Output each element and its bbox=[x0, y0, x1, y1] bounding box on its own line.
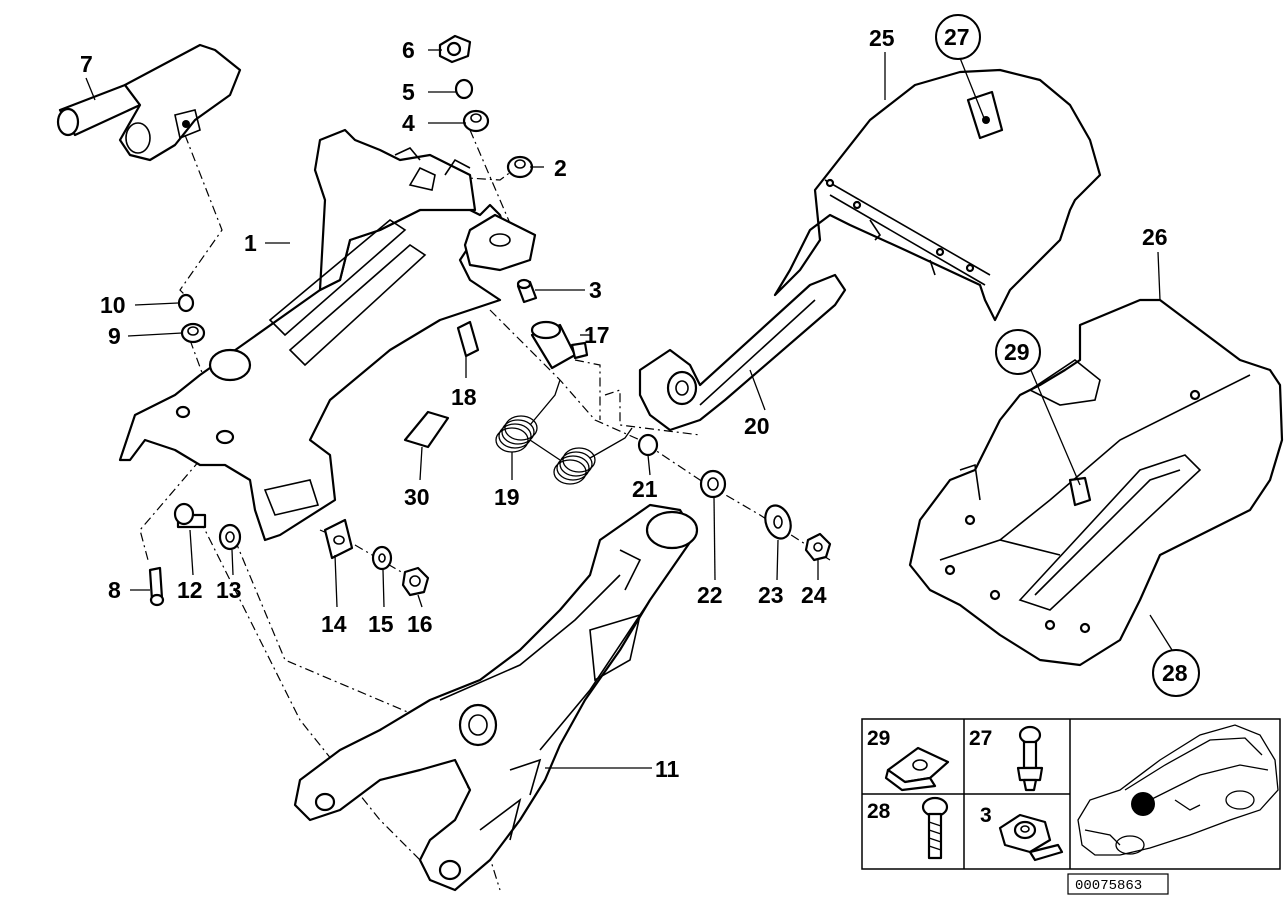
reference-number: 00075863 bbox=[1075, 878, 1142, 894]
hardware-legend: 29 27 28 3 bbox=[861, 718, 1281, 870]
push-rivet-icon bbox=[1018, 725, 1042, 745]
label-part-21: 21 bbox=[632, 476, 658, 502]
label-part-18: 18 bbox=[451, 384, 477, 410]
spring-part-19 bbox=[495, 379, 633, 485]
label-part-28: 28 bbox=[1162, 660, 1188, 686]
label-part-30: 30 bbox=[404, 484, 430, 510]
label-part-9: 9 bbox=[108, 323, 121, 349]
label-part-22: 22 bbox=[697, 582, 723, 608]
label-part-16: 16 bbox=[407, 611, 433, 637]
lower-arm-part-11 bbox=[293, 503, 699, 892]
label-part-26: 26 bbox=[1142, 224, 1168, 250]
lower-shroud-part-26 bbox=[908, 298, 1284, 667]
small-hardware bbox=[148, 34, 832, 607]
label-part-29: 29 bbox=[1004, 339, 1030, 365]
label-part-11: 11 bbox=[655, 756, 680, 782]
label-part-1: 1 bbox=[244, 230, 257, 256]
label-part-17: 17 bbox=[584, 322, 610, 348]
label-part-12: 12 bbox=[177, 577, 203, 603]
label-part-19: 19 bbox=[494, 484, 520, 510]
label-part-10: 10 bbox=[100, 292, 126, 318]
legend-label-29: 29 bbox=[867, 727, 890, 750]
legend-label-3: 3 bbox=[980, 804, 992, 827]
legend-label-27: 27 bbox=[969, 727, 992, 750]
legend-label-28: 28 bbox=[867, 800, 891, 823]
label-part-24: 24 bbox=[801, 582, 827, 608]
label-part-20: 20 bbox=[744, 413, 770, 439]
part-labels: 1 2 3 4 5 6 7 8 9 10 11 12 13 14 15 16 1… bbox=[80, 14, 1200, 782]
pin-bracket-part-7 bbox=[56, 43, 242, 162]
main-bracket-part-1 bbox=[118, 128, 537, 542]
label-part-15: 15 bbox=[368, 611, 394, 637]
label-part-25: 25 bbox=[869, 25, 895, 51]
label-part-2: 2 bbox=[554, 155, 567, 181]
label-part-7: 7 bbox=[80, 51, 93, 77]
label-part-23: 23 bbox=[758, 582, 784, 608]
label-part-14: 14 bbox=[321, 611, 347, 637]
label-part-13: 13 bbox=[216, 577, 242, 603]
upper-shroud-part-25 bbox=[773, 68, 1102, 322]
car-location-icon bbox=[1077, 724, 1279, 856]
label-part-8: 8 bbox=[108, 577, 121, 603]
label-part-27: 27 bbox=[944, 24, 970, 50]
label-part-3: 3 bbox=[589, 277, 602, 303]
lever-part-20 bbox=[638, 273, 847, 432]
label-part-4: 4 bbox=[402, 110, 415, 136]
label-part-6: 6 bbox=[402, 37, 415, 63]
leader-lines bbox=[85, 49, 1173, 769]
label-part-5: 5 bbox=[402, 79, 415, 105]
